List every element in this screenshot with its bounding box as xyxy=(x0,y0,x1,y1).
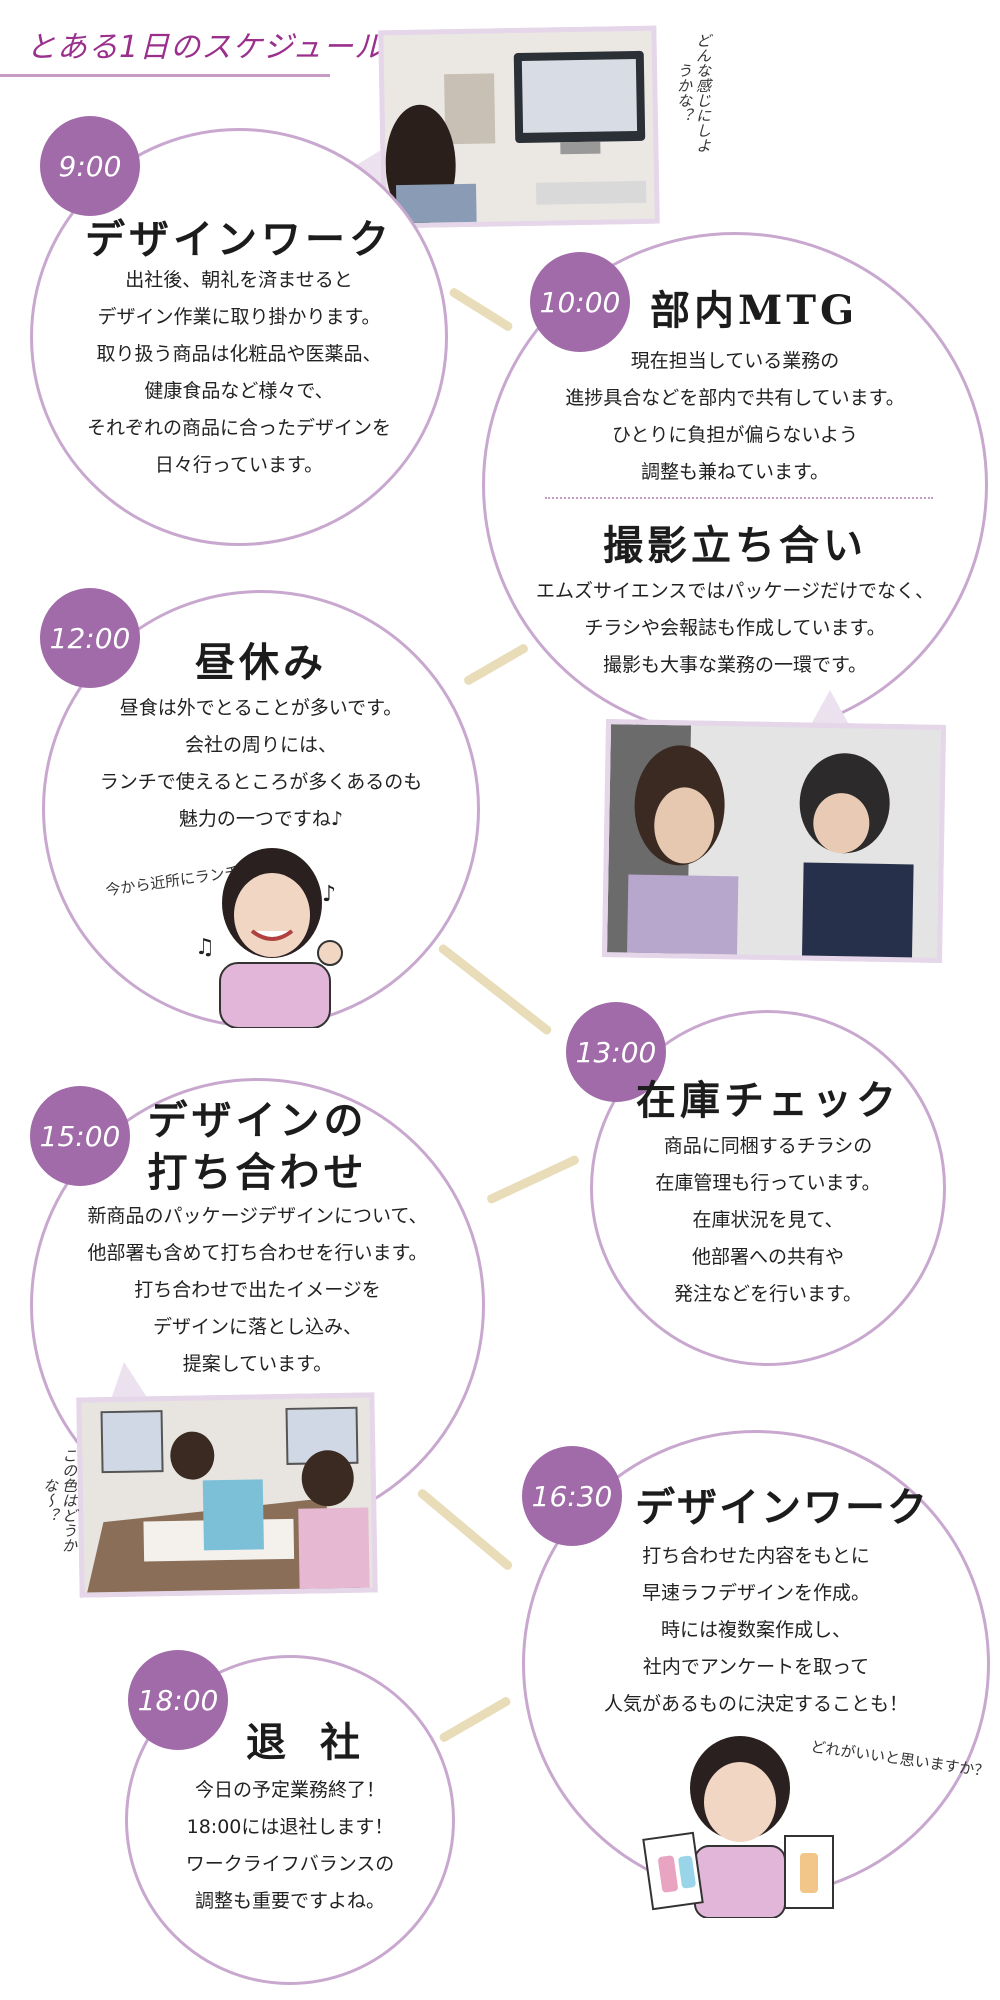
body-1000: 現在担当している業務の 進捗具合などを部内で共有しています。 ひとりに負担が偏ら… xyxy=(565,350,905,483)
bubble-tail-meeting xyxy=(110,1362,150,1402)
music-note-icon: ♪ xyxy=(322,882,337,907)
body-1630: 打ち合わせた内容をもとに 早速ラフデザインを作成。 時には複数案作成し、 社内で… xyxy=(603,1545,908,1715)
body-1500: 新商品のパッケージデザインについて、 他部署も含めて打ち合わせを行います。 打ち… xyxy=(87,1205,428,1375)
photo-shoot-illustration xyxy=(606,724,947,963)
design-character xyxy=(640,1728,840,1919)
connector-1 xyxy=(448,286,514,333)
heading-1200: 昼休み xyxy=(195,639,327,686)
connector-4 xyxy=(485,1154,581,1205)
connector-3 xyxy=(437,942,553,1037)
subheading-1000: 撮影立ち合い xyxy=(603,522,867,569)
caption-monitor: どんな感じにしようかな？ xyxy=(675,32,712,153)
heading-1500: デザインの 打ち合わせ xyxy=(147,1097,368,1196)
title-underline xyxy=(0,74,330,77)
body-1800: 今日の予定業務終了！ 18:00には退社します！ ワークライフバランスの 調整も… xyxy=(185,1779,395,1912)
music-note-icon: ♫ xyxy=(195,935,215,960)
body-0900: 出社後、朝礼を済ませると デザイン作業に取り掛かります。 取り扱う商品は化粧品や… xyxy=(86,269,391,476)
time-badge-1200: 12:00 xyxy=(40,588,140,688)
lunch-character xyxy=(200,843,350,1029)
photo-shoot xyxy=(601,719,947,963)
connector-6 xyxy=(438,1695,512,1744)
page-title: とある1日のスケジュール xyxy=(26,30,385,65)
design-character-illustration xyxy=(642,1736,834,1919)
circle-1000 xyxy=(482,232,988,738)
divider-1000 xyxy=(545,497,933,499)
photo-meeting-illustration xyxy=(81,1397,378,1598)
photo-monitor-illustration xyxy=(383,30,660,229)
body-1200: 昼食は外でとることが多いです。 会社の周りには、 ランチで使えるところが多くある… xyxy=(99,697,423,830)
subbody-1000: エムズサイエンスではパッケージだけでなく、 チラシや会報誌も作成しています。 撮… xyxy=(535,580,935,676)
heading-0900: デザインワーク xyxy=(85,216,393,263)
time-badge-1000: 10:00 xyxy=(530,252,630,352)
time-badge-0900: 9:00 xyxy=(40,116,140,216)
lunch-character-illustration xyxy=(219,848,343,1029)
photo-meeting xyxy=(76,1392,378,1598)
photo-monitor xyxy=(378,25,660,229)
heading-1800: 退 社 xyxy=(246,1719,370,1766)
time-badge-1800: 18:00 xyxy=(128,1650,228,1750)
time-badge-1300: 13:00 xyxy=(566,1002,666,1102)
caption-meeting: この色はどうかな〜？ xyxy=(41,1447,78,1553)
heading-1300: 在庫チェック xyxy=(636,1077,900,1124)
heading-1630: デザインワーク xyxy=(635,1484,929,1531)
time-badge-1630: 16:30 xyxy=(522,1446,622,1546)
time-badge-1500: 15:00 xyxy=(30,1086,130,1186)
heading-1000: 部内MTG xyxy=(650,287,859,334)
body-1300: 商品に同梱するチラシの 在庫管理も行っています。 在庫状況を見て、 他部署への共… xyxy=(655,1135,881,1305)
connector-5 xyxy=(416,1487,514,1572)
